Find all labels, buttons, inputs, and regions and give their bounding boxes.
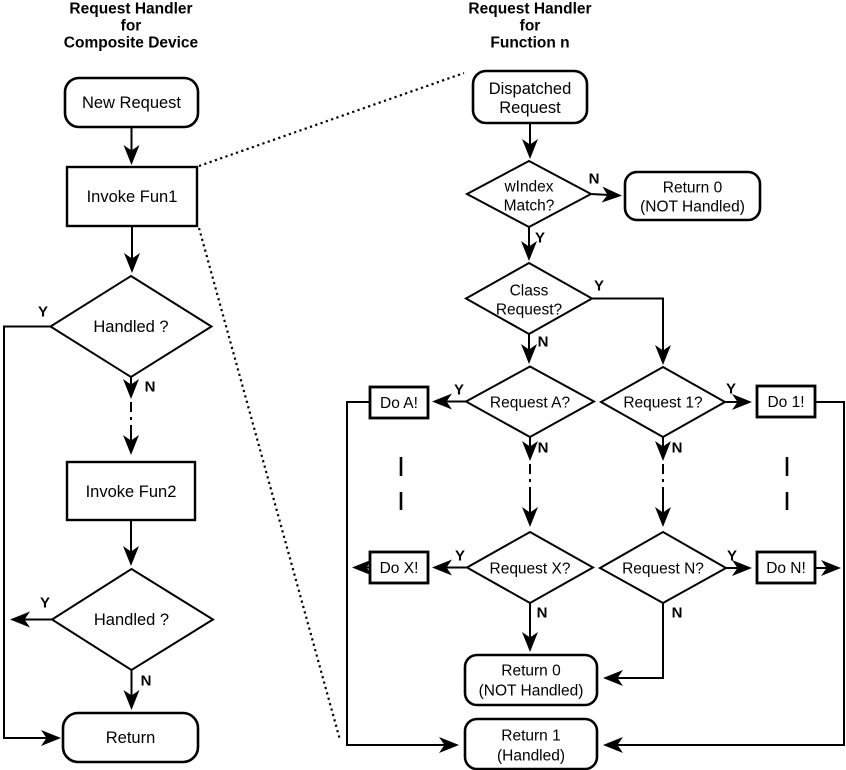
return-0-bottom-label-line2: (NOT Handled)	[479, 683, 584, 700]
do-1-node	[755, 384, 817, 419]
windex-no-label: N	[589, 171, 600, 188]
return-1-label-line2: (Handled)	[497, 748, 565, 765]
do-x-label: Do X!	[380, 560, 419, 577]
do-x-node	[368, 550, 430, 585]
windex-match-label-line2: Match?	[504, 198, 555, 215]
request-n-decision	[597, 530, 729, 605]
return-0-bottom-node	[463, 653, 599, 707]
handled-1-decision	[48, 274, 214, 379]
class-no-label: N	[538, 334, 549, 351]
connector-left-rail-return1	[346, 401, 459, 753]
return-1-node	[463, 717, 599, 770]
return-label: Return	[106, 729, 156, 747]
left-title-line1: Request Handler	[69, 1, 192, 18]
request-1-decision	[598, 365, 728, 439]
do-1-label: Do 1!	[767, 394, 804, 411]
do-n-node	[755, 550, 817, 585]
right-flowchart: Request Handler for Function n Dispatche…	[346, 1, 845, 770]
handled-2-label: Handled ?	[94, 611, 169, 629]
handled-1-yes-label: Y	[38, 304, 48, 321]
request-x-decision	[464, 530, 596, 605]
class-request-decision	[463, 261, 595, 336]
left-flowchart: Request Handler for Composite Device New…	[3, 1, 215, 764]
invoke-fun2-node	[65, 460, 197, 522]
windex-match-decision	[464, 159, 594, 229]
dispatched-request-node	[471, 69, 589, 125]
connector-right-rail-return1	[603, 401, 845, 753]
request-1-yes-label: Y	[726, 381, 736, 398]
right-title-line3: Function n	[490, 35, 569, 52]
return-0-top-node	[623, 170, 762, 222]
request-a-label: Request A?	[490, 395, 571, 412]
request-x-yes-label: Y	[455, 548, 465, 565]
right-title-line1: Request Handler	[468, 1, 591, 18]
invoke-fun2-label: Invoke Fun2	[86, 483, 177, 501]
windex-match-label-line1: wIndex	[503, 179, 553, 196]
request-1-label: Request 1?	[623, 395, 703, 412]
windex-yes-label: Y	[535, 230, 545, 247]
zoom-connector-lines	[197, 71, 465, 741]
return-0-bottom-label-line1: Return 0	[501, 663, 561, 680]
request-n-yes-label: Y	[727, 548, 737, 565]
request-x-no-label: N	[537, 605, 548, 622]
connector-windex-no	[590, 186, 622, 203]
invoke-fun1-node	[65, 165, 199, 228]
class-yes-label: Y	[594, 278, 604, 295]
do-a-label: Do A!	[380, 395, 418, 412]
zoom-dotted-line-bottom	[197, 227, 342, 741]
connector-class-yes	[592, 297, 671, 365]
zoom-dotted-line-top	[198, 71, 465, 168]
request-a-yes-label: Y	[454, 382, 464, 399]
return-node	[61, 711, 200, 764]
new-request-label: New Request	[82, 94, 181, 112]
connector-handled1-yes-rail	[3, 325, 61, 746]
request-a-no-label: N	[538, 440, 549, 457]
return-0-top-label-line2: (NOT Handled)	[640, 199, 745, 216]
left-title-line3: Composite Device	[64, 35, 199, 52]
return-0-top-label-line1: Return 0	[663, 180, 723, 197]
handled-1-no-label: N	[145, 379, 156, 396]
class-request-label-line1: Class	[510, 283, 549, 300]
request-n-label: Request N?	[622, 561, 704, 578]
right-title-line2: for	[520, 18, 541, 35]
handled-2-decision	[50, 567, 215, 672]
do-n-label: Do N!	[766, 560, 806, 577]
class-request-label-line2: Request?	[496, 302, 563, 319]
request-n-no-label: N	[672, 605, 683, 622]
dispatched-request-label-line1: Dispatched	[489, 80, 572, 98]
new-request-node	[63, 76, 200, 129]
dispatched-request-label-line2: Request	[499, 99, 561, 117]
invoke-fun1-label: Invoke Fun1	[87, 188, 178, 206]
left-title-line2: for	[121, 18, 142, 35]
handled-2-no-label: N	[141, 673, 152, 690]
return-1-label-line1: Return 1	[501, 728, 560, 745]
handled-1-label: Handled ?	[93, 318, 168, 336]
connector-requestn-no	[603, 603, 664, 686]
request-x-label: Request X?	[490, 561, 571, 578]
do-a-node	[368, 385, 430, 420]
handled-2-yes-label: Y	[40, 595, 50, 612]
request-1-no-label: N	[672, 440, 683, 457]
request-a-decision	[463, 365, 597, 439]
